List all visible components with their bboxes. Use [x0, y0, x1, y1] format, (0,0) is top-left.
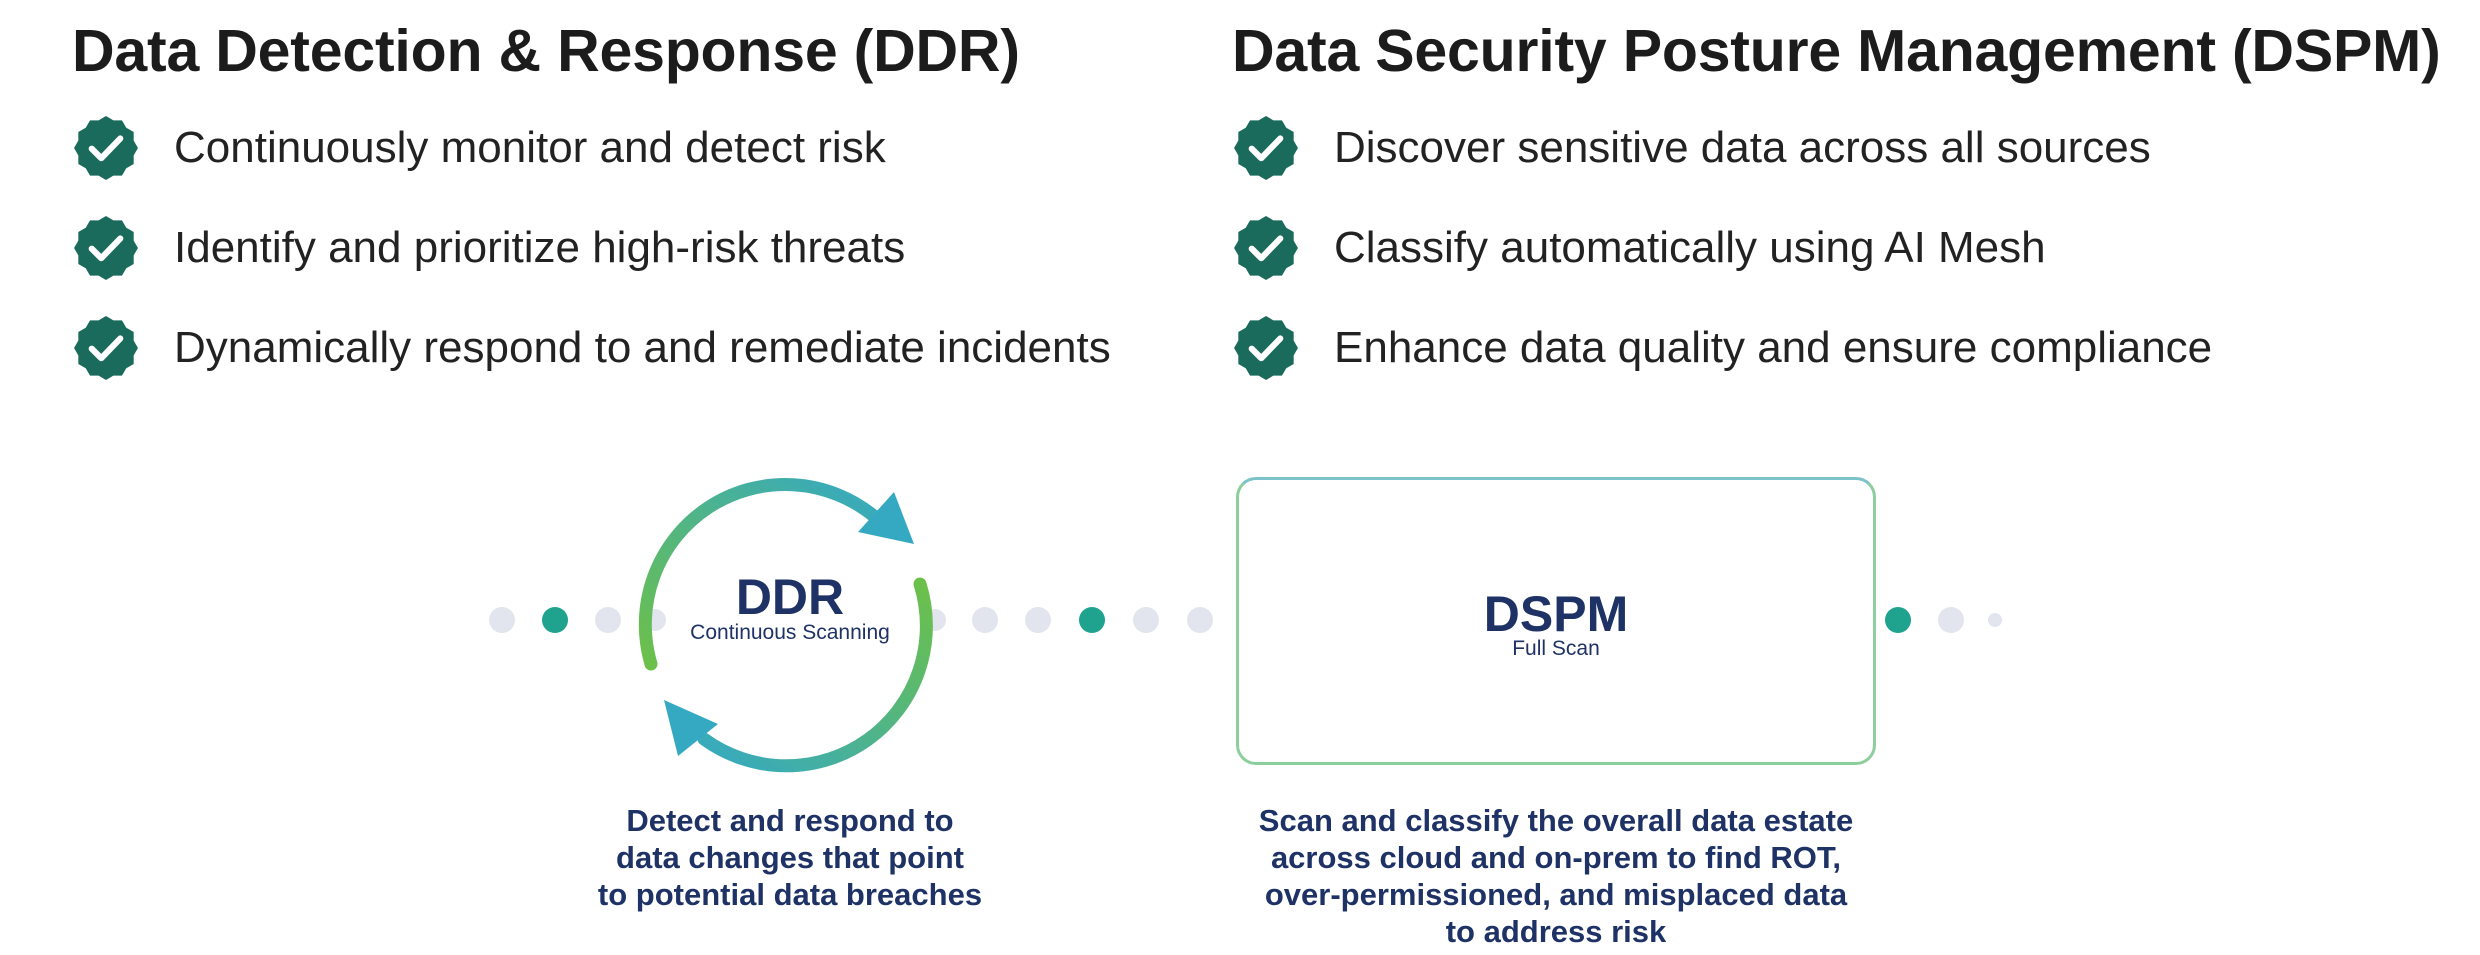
connector-dots-middle — [924, 607, 1213, 633]
dspm-feature-item: Enhance data quality and ensure complian… — [1232, 308, 2212, 388]
ddr-node-title: DDR — [735, 569, 845, 625]
ddr-heading: Data Detection & Response (DDR) — [72, 18, 1020, 84]
ddr-caption-line: to potential data breaches — [597, 877, 983, 912]
ddr-caption: Detect and respond to data changes that … — [540, 802, 1040, 913]
dspm-caption-line: Scan and classify the overall data estat… — [1258, 803, 1854, 838]
dspm-feature-label: Classify automatically using AI Mesh — [1334, 223, 2046, 272]
ddr-feature-label: Continuously monitor and detect risk — [174, 123, 886, 172]
dspm-node-title: DSPM — [1483, 586, 1629, 642]
dspm-feature-item: Discover sensitive data across all sourc… — [1232, 108, 2151, 188]
ddr-node-subtitle: Continuous Scanning — [690, 621, 890, 644]
dspm-node-box — [1236, 477, 1876, 765]
cycle-arrows-icon — [638, 478, 933, 773]
dspm-feature-item: Classify automatically using AI Mesh — [1232, 208, 2046, 288]
dspm-feature-label: Enhance data quality and ensure complian… — [1334, 323, 2213, 372]
ddr-feature-label: Identify and prioritize high-risk threat… — [174, 223, 906, 272]
connector-dots-right — [1885, 607, 2002, 633]
ddr-caption-line: Detect and respond to — [626, 803, 954, 838]
dspm-caption-line: over-permissioned, and misplaced data — [1264, 877, 1848, 912]
dspm-node-subtitle: Full Scan — [1512, 637, 1600, 660]
ddr-caption-line: data changes that point — [616, 840, 964, 875]
ddr-feature-item: Dynamically respond to and remediate inc… — [72, 308, 1111, 388]
dspm-caption-line: to address risk — [1445, 914, 1667, 949]
dspm-heading: Data Security Posture Management (DSPM) — [1232, 18, 2441, 84]
ddr-feature-item: Identify and prioritize high-risk threat… — [72, 208, 905, 288]
dspm-feature-label: Discover sensitive data across all sourc… — [1334, 123, 2151, 172]
ddr-feature-item: Continuously monitor and detect risk — [72, 108, 886, 188]
dspm-caption-line: across cloud and on-prem to find ROT, — [1270, 840, 1842, 875]
dspm-caption: Scan and classify the overall data estat… — [1236, 802, 1876, 950]
ddr-feature-label: Dynamically respond to and remediate inc… — [174, 323, 1111, 372]
